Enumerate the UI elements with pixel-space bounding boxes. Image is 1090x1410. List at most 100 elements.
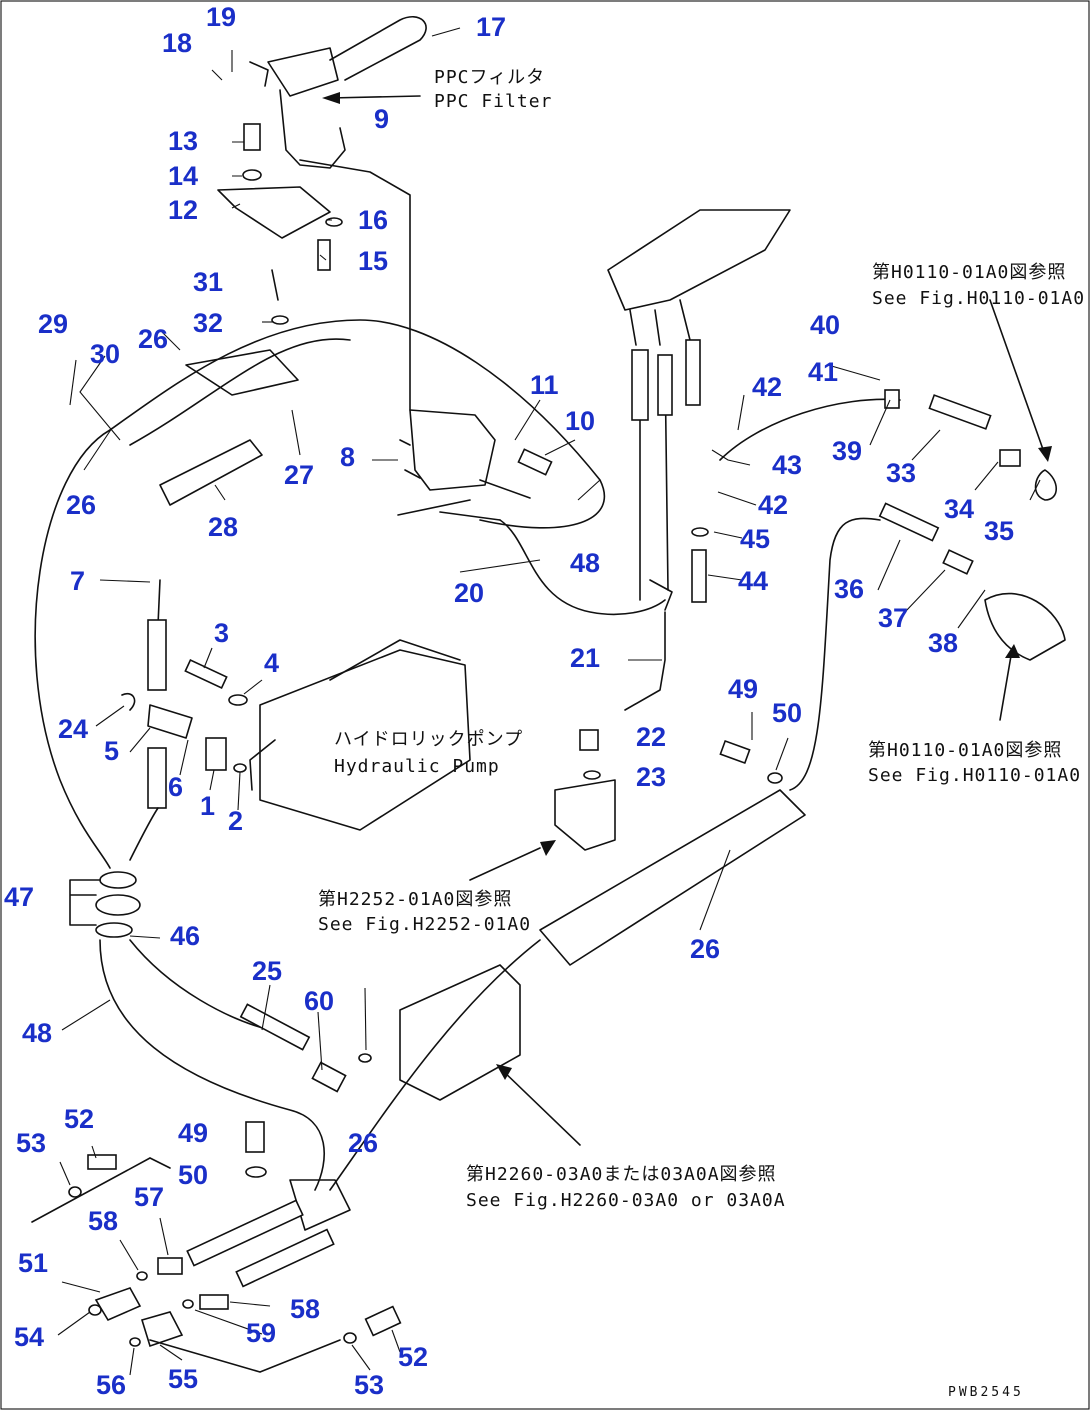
callout-56: 56: [96, 1370, 126, 1400]
clamp-26-upper: [185, 349, 299, 396]
callout-7: 7: [70, 566, 85, 596]
callout-13: 13: [168, 126, 198, 156]
note-hydraulic-pump-en: Hydraulic Pump: [334, 756, 500, 777]
callout-59: 60: [304, 986, 334, 1016]
clamp-26-right: [539, 789, 806, 966]
callout-26-upper: 26: [138, 324, 168, 354]
hose-25: [239, 1003, 311, 1051]
callout-15: 15: [358, 246, 388, 276]
callout-3: 3: [214, 618, 229, 648]
callout-1: 1: [200, 791, 215, 821]
callout-33: 33: [886, 458, 916, 488]
hose-17: [329, 15, 427, 81]
callout-30: 30: [90, 339, 120, 369]
callout-51: 51: [18, 1248, 48, 1278]
callout-42-lower: 42: [758, 490, 788, 520]
callout-32: 32: [193, 308, 223, 338]
callout-58-upper: 58: [88, 1206, 118, 1236]
callout-12: 12: [168, 195, 198, 225]
notes: PPCフィルタ PPC Filter 第H0110-01A0図参照 See Fi…: [318, 67, 1085, 1400]
callout-8: 8: [340, 442, 355, 472]
hose-20: [499, 519, 666, 616]
callout-31: 31: [193, 267, 223, 297]
callout-4: 4: [264, 648, 279, 678]
flange-55: [140, 1311, 184, 1348]
callout-53-lower: 53: [354, 1370, 384, 1400]
callout-36: 36: [834, 574, 864, 604]
callout-10: 10: [565, 406, 595, 436]
hose-7: [34, 429, 111, 869]
tank-h2260: [399, 964, 521, 1101]
note-ppc-filter-en: PPC Filter: [434, 91, 552, 112]
ppc-filter-bracket: [267, 47, 339, 97]
callout-2: 2: [228, 806, 243, 836]
callout-9: 9: [374, 104, 389, 134]
callout-6: 6: [168, 772, 183, 802]
callout-25: 25: [252, 956, 282, 986]
callout-22: 22: [636, 722, 666, 752]
callout-17: 17: [476, 12, 506, 42]
callout-26-left: 26: [66, 490, 96, 520]
hose-48-upper: [109, 319, 606, 529]
callout-50-lower: 50: [178, 1160, 208, 1190]
callout-44: 44: [738, 566, 768, 596]
hose-33: [928, 394, 992, 430]
hose-28: [159, 439, 263, 506]
callout-20: 20: [454, 578, 484, 608]
note-ref-h0110-mid-en: See Fig.H0110-01A0: [868, 765, 1081, 786]
callout-54: 54: [14, 1322, 44, 1352]
hose-21: [624, 611, 666, 711]
callout-34: 34: [944, 494, 974, 524]
note-ref-h0110-top-jp: 第H0110-01A0図参照: [872, 262, 1066, 283]
note-ref-h2260-jp: 第H2260-03A0または03A0A図参照: [466, 1164, 777, 1185]
callout-49-right: 49: [728, 674, 758, 704]
callout-45: 45: [740, 524, 770, 554]
callout-26-lower: 26: [348, 1128, 378, 1158]
pedal-38: [984, 592, 1066, 661]
callout-16: 16: [358, 205, 388, 235]
note-ref-h0110-mid-jp: 第H0110-01A0図参照: [868, 740, 1062, 761]
hose-36: [789, 517, 881, 791]
callout-39: 39: [832, 436, 862, 466]
callout-43: 43: [772, 450, 802, 480]
block-h2252: [554, 779, 616, 851]
callout-21: 21: [570, 643, 600, 673]
callout-35: 35: [984, 516, 1014, 546]
callout-27: 27: [284, 460, 314, 490]
callout-18: 18: [162, 28, 192, 58]
callout-46: 46: [170, 921, 200, 951]
hose-48-lower: [99, 939, 326, 1191]
callout-58-lower: 59: [246, 1318, 276, 1348]
note-hydraulic-pump-jp: ハイドロリックポンプ: [334, 729, 523, 750]
callout-47: 47: [4, 882, 34, 912]
callout-57-lower: 58: [290, 1294, 320, 1324]
flange-51: [94, 1287, 142, 1322]
valve-manifold: [607, 209, 791, 311]
callout-28: 28: [208, 512, 238, 542]
leader-lines: [57, 27, 1041, 1376]
note-ref-h2252-jp: 第H2252-01A0図参照: [318, 889, 512, 910]
callout-48-lower: 48: [22, 1018, 52, 1048]
callout-5: 5: [104, 736, 119, 766]
hydraulic-pump: [259, 649, 471, 831]
callout-24: 24: [58, 714, 88, 744]
callout-42-upper: 42: [752, 372, 782, 402]
valve-block-8: [409, 409, 496, 491]
callouts: 17 18 19 9 13 14 12 16 15 31 32 29 30 26…: [4, 2, 1014, 1400]
callout-29: 29: [38, 309, 68, 339]
note-ref-h2260-en: See Fig.H2260-03A0 or 03A0A: [466, 1190, 786, 1211]
callout-57-upper: 57: [134, 1182, 164, 1212]
callout-11: 11: [530, 370, 559, 400]
callout-19: 19: [206, 2, 236, 32]
note-ref-h0110-top-en: See Fig.H0110-01A0: [872, 288, 1085, 309]
bracket-12: [217, 186, 331, 239]
callout-50-right: 50: [772, 698, 802, 728]
elbow-35: [1034, 469, 1058, 501]
callout-52-lower: 52: [398, 1342, 428, 1372]
callout-37: 37: [878, 603, 908, 633]
callout-23: 23: [636, 762, 666, 792]
callout-38: 38: [928, 628, 958, 658]
